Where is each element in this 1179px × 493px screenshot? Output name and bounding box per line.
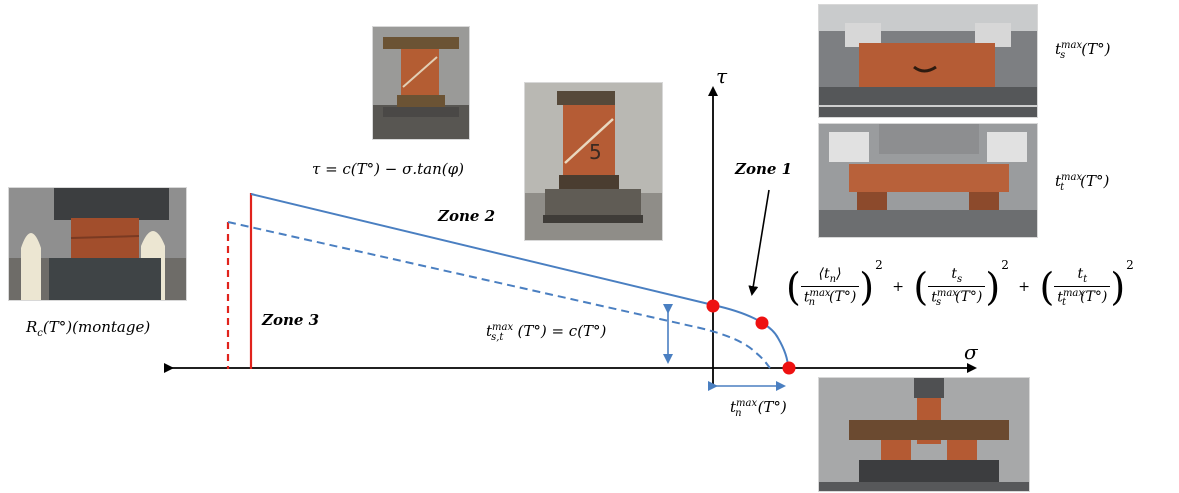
specimen-number: 5 bbox=[589, 140, 602, 164]
failure-envelope-solid bbox=[250, 193, 789, 369]
zone1-pointer-arrow bbox=[748, 189, 770, 296]
transition-point bbox=[755, 316, 769, 330]
zone1-label: Zone 1 bbox=[735, 160, 793, 178]
tension-test-photo bbox=[818, 377, 1030, 492]
shear-s-test-photo bbox=[818, 4, 1038, 118]
zone3-label: Zone 3 bbox=[262, 311, 320, 329]
shear-strength-equality: = c(T°) bbox=[551, 322, 607, 340]
mohr-coulomb-formula: τ = c(T°) − σ.tan(φ) bbox=[312, 160, 464, 178]
shear-specimen-numbered-photo: 5 bbox=[524, 82, 663, 241]
shear-strength-label: tmaxs,t(T°) = c(T°) bbox=[486, 322, 607, 343]
shear-t-strength-label: tmaxt(T°) bbox=[1055, 172, 1110, 193]
tensile-strength-label: tmaxn(T°) bbox=[730, 398, 787, 419]
tensile-limit-point bbox=[782, 361, 796, 375]
zone2-label: Zone 2 bbox=[438, 207, 496, 225]
shear-s-strength-label: tmaxs(T°) bbox=[1055, 40, 1111, 61]
shear-specimen-small-photo bbox=[372, 26, 470, 140]
shear-t-test-photo bbox=[818, 123, 1038, 238]
failure-envelope-dashed bbox=[227, 221, 771, 369]
sigma-axis-label: σ bbox=[964, 340, 978, 364]
compression-specimen-photo bbox=[8, 187, 187, 301]
tau-axis-label: τ bbox=[716, 64, 728, 88]
shear-intercept-point bbox=[706, 299, 720, 313]
compression-strength-suffix: (montage) bbox=[72, 318, 151, 336]
compression-strength-label: Rc(T°)(montage) bbox=[26, 318, 151, 339]
